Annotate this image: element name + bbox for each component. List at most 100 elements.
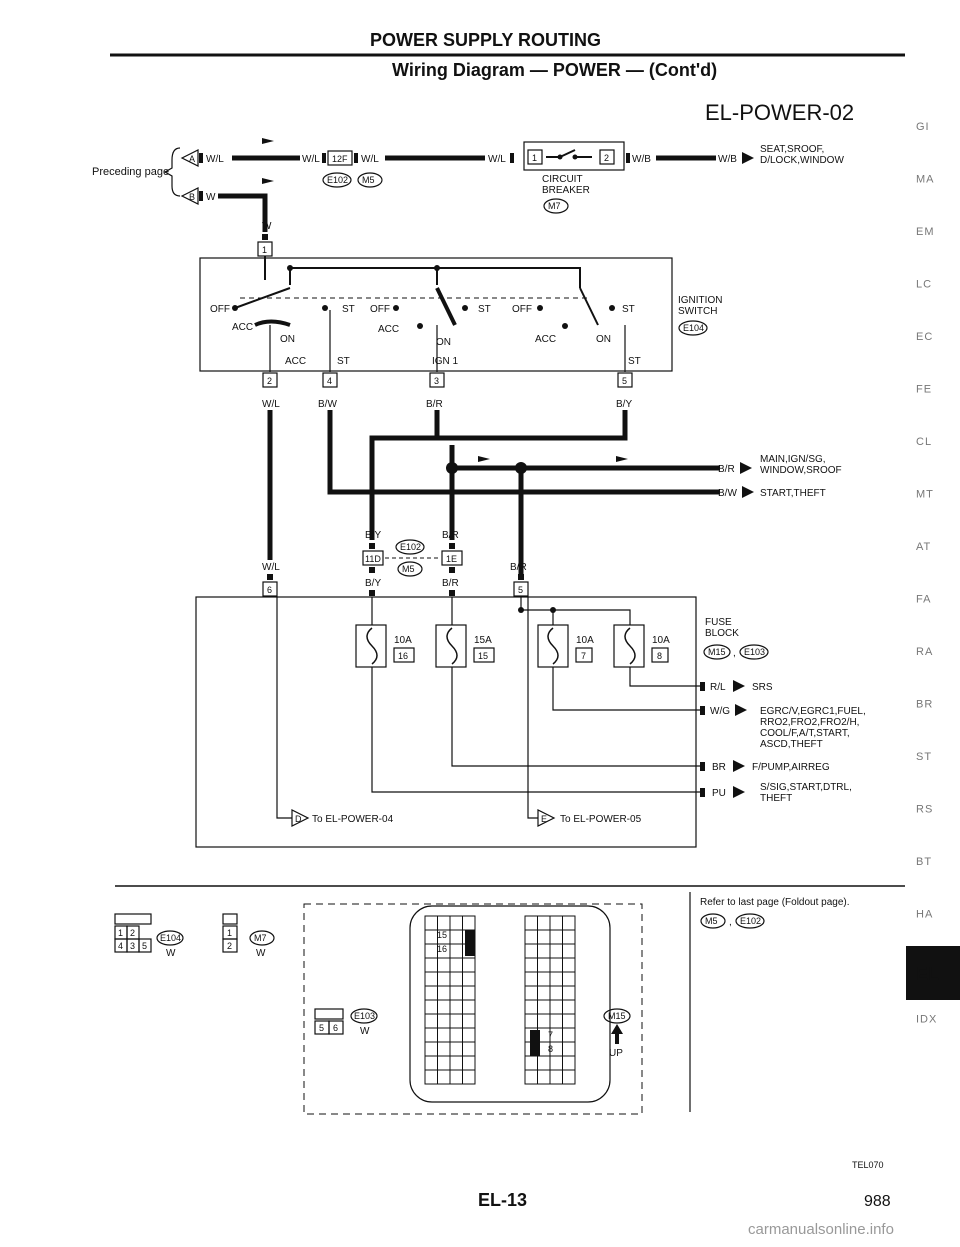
section-tab-bt[interactable]: BT [916, 856, 932, 868]
ign-bus-node-1 [287, 265, 293, 271]
page-number: 988 [864, 1193, 891, 1210]
fuse-face-grid-cell [537, 971, 551, 987]
e103-cell-6-label: 6 [333, 1023, 338, 1033]
fuse-face-grid-cell [462, 999, 476, 1015]
terminal-12f-label: 12F [332, 154, 348, 164]
wire-br-dest-label: B/R [718, 464, 735, 475]
fuse-face-grid-cell [537, 943, 551, 959]
fuse-face-grid-cell [424, 1041, 438, 1057]
connector-a-flag [180, 149, 199, 167]
to-e-label: To EL-POWER-05 [560, 814, 642, 825]
wire-by-label-bottom: B/Y [365, 578, 381, 589]
terminal-1e [441, 550, 463, 566]
watermark: carmanualsonline.info [748, 1221, 894, 1238]
section-tab-fe[interactable]: FE [916, 384, 932, 396]
pin-11d-bottom [369, 567, 375, 573]
fuse-face-grid-cell [449, 999, 463, 1015]
ign-terminal-2-label: 2 [267, 376, 272, 386]
circuit-breaker-box [523, 141, 625, 171]
out-pu-dest-1: S/SIG,START,DTRL, [760, 782, 852, 793]
fuse-face-grid-cell [424, 915, 438, 931]
fuse-face-grid-cell [537, 915, 551, 931]
e104-cell-4-label: 4 [118, 941, 123, 951]
section-tab-at[interactable]: AT [916, 541, 931, 553]
e103-key [314, 1008, 344, 1020]
fuse-face-grid-cell [462, 1027, 476, 1043]
fuse-face-grid-cell [524, 915, 538, 931]
terminal-1e-label: 1E [446, 554, 457, 564]
pin-1e-top [449, 543, 455, 549]
pin-5-top [518, 574, 524, 580]
to-d-label: To EL-POWER-04 [312, 814, 394, 825]
section-tab-idx[interactable]: IDX [916, 1014, 937, 1026]
fuse-face-grid-cell [449, 985, 463, 1001]
fuse-15-element [446, 627, 458, 665]
section-tab-gi[interactable]: GI [916, 121, 930, 133]
wire-bw-dest-label: B/W [718, 488, 737, 499]
m7-cell-2 [222, 938, 238, 953]
section-tab-br[interactable]: BR [916, 699, 933, 711]
fuse-face-grid-cell [424, 999, 438, 1015]
up-label: UP [609, 1048, 623, 1059]
e104-cell-3-label: 3 [130, 941, 135, 951]
fuse-face-grid-cell [524, 999, 538, 1015]
wire-wl-label-6: W/L [262, 562, 280, 573]
section-tab-el[interactable]: EL [916, 964, 939, 984]
out-pu-dest-2: THEFT [760, 793, 792, 804]
ign-contact-st-2 [462, 305, 468, 311]
ign-connector-e104-badge [678, 320, 708, 336]
ign-connector-e104-label: E104 [683, 323, 704, 333]
fuse-face-grid-cell [462, 957, 476, 973]
page-code: EL-13 [478, 1190, 527, 1210]
pin-by-fuse [369, 590, 375, 596]
ign-st-2: ST [478, 304, 491, 315]
section-tab-rs[interactable]: RS [916, 804, 933, 816]
fuse-face-grid-cell [437, 957, 451, 973]
section-tab-lc[interactable]: LC [916, 279, 932, 291]
page-subtitle: Wiring Diagram — POWER — (Cont'd) [392, 60, 717, 80]
ign-on-2: ON [436, 337, 451, 348]
out-rl-wire [629, 667, 702, 687]
section-tab-ra[interactable]: RA [916, 646, 933, 658]
ign-st-1: ST [342, 304, 355, 315]
out-pu-wire [371, 667, 702, 793]
fuse-face-grid-cell [549, 1055, 563, 1071]
section-tab-fa[interactable]: FA [916, 594, 931, 606]
ign-on-3: ON [596, 334, 611, 345]
out-pu-label: PU [712, 788, 726, 799]
fuse-terminal-5-label: 5 [518, 585, 523, 595]
fuse-face-grid-cell [562, 971, 576, 987]
wire-w-label: W [262, 221, 272, 232]
cb-terminal-2 [599, 149, 615, 165]
fuse-face-grid-cell [537, 1069, 551, 1085]
fuse-face-grid-cell [424, 943, 438, 959]
pin-1e-bottom [449, 567, 455, 573]
ign-st-label-5: ST [628, 356, 641, 367]
refer-note: Refer to last page (Foldout page). [700, 897, 850, 908]
section-tab-cl[interactable]: CL [916, 436, 932, 448]
fuse-7-amp: 10A [576, 635, 594, 646]
section-tab-mt[interactable]: MT [916, 489, 934, 501]
diagram-code: EL-POWER-02 [705, 100, 854, 125]
fuse-face-grid-cell [562, 943, 576, 959]
section-tab-ec[interactable]: EC [916, 331, 933, 343]
section-tab-ma[interactable]: MA [916, 174, 935, 186]
out-pu-pin [700, 788, 705, 797]
fuse-face-grid-cell [437, 1027, 451, 1043]
section-tab-ha[interactable]: HA [916, 909, 933, 921]
wire-w [218, 193, 268, 232]
ign-terminal-1-label: 1 [262, 245, 267, 255]
e104-cell-1-label: 1 [118, 928, 123, 938]
arrow-right-start [742, 486, 754, 498]
fuse-terminal-6 [262, 581, 278, 597]
section-tab-em[interactable]: EM [916, 226, 935, 238]
wire-br-label-top: B/R [442, 530, 459, 541]
fuse-face-grid-cell [549, 999, 563, 1015]
refer-m5-badge [700, 913, 726, 929]
fuse-face-grid-cell [424, 1027, 438, 1043]
ign-off-2: OFF [370, 304, 390, 315]
fuse-terminal-5 [513, 581, 529, 597]
out-wg-pin [700, 706, 705, 715]
fuse-feed-bus [520, 597, 631, 625]
section-tab-st[interactable]: ST [916, 751, 932, 763]
